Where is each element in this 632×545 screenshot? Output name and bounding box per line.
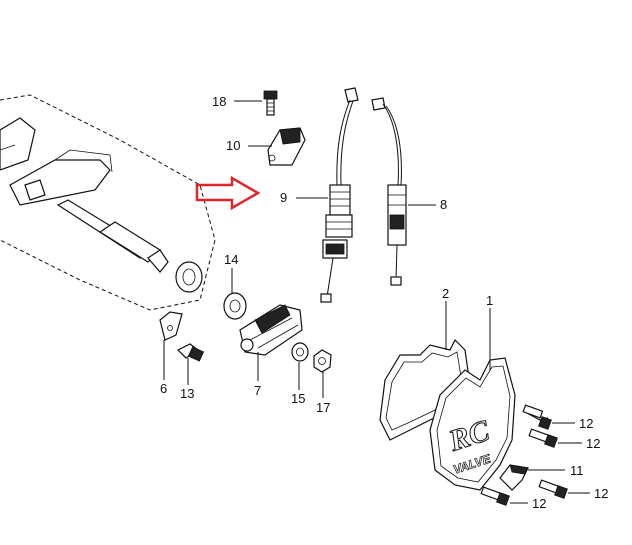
clip-part-11: [499, 464, 565, 491]
callout-11: 11: [570, 463, 584, 478]
callout-6: 6: [160, 381, 167, 396]
callout-labels: 18 10 9 8 14 2 1 6 13 7 15 17 12 12 11 1…: [160, 94, 608, 511]
callout-12-c: 12: [532, 496, 546, 511]
callout-9: 9: [280, 190, 287, 205]
highlight-arrow: [195, 175, 261, 211]
callout-12-d: 12: [594, 486, 608, 501]
pulley-part-7: [239, 304, 303, 381]
washer-part-14: [223, 268, 247, 320]
bolt-part-12-a: [522, 404, 575, 430]
callout-15: 15: [291, 391, 305, 406]
cable-part-8: [371, 97, 436, 286]
callout-2: 2: [442, 286, 449, 301]
washer-part-15: [291, 342, 309, 390]
callout-17: 17: [316, 400, 330, 415]
callout-12-a: 12: [579, 416, 593, 431]
housing-assembly: [0, 94, 216, 311]
cable-part-9: [296, 87, 359, 303]
callout-14: 14: [224, 252, 238, 267]
bracket-part-10: [248, 127, 306, 166]
bolt-part-12-d: [538, 479, 590, 499]
callout-8: 8: [440, 197, 447, 212]
callout-13: 13: [180, 386, 194, 401]
nut-part-17: [313, 349, 332, 398]
callout-7: 7: [254, 383, 261, 398]
bolt-part-18: [234, 90, 278, 116]
lever-part-6: [159, 311, 183, 380]
bolt-part-12-b: [528, 428, 582, 448]
callout-12-b: 12: [586, 436, 600, 451]
callout-1: 1: [486, 293, 493, 308]
bolt-part-12-c: [480, 486, 528, 506]
rc-valve-cover-part-1: RC VALVE: [429, 308, 516, 491]
callout-18: 18: [212, 94, 226, 109]
callout-10: 10: [226, 138, 240, 153]
bolt-part-13: [176, 343, 205, 385]
gasket-part-2: [379, 301, 471, 441]
